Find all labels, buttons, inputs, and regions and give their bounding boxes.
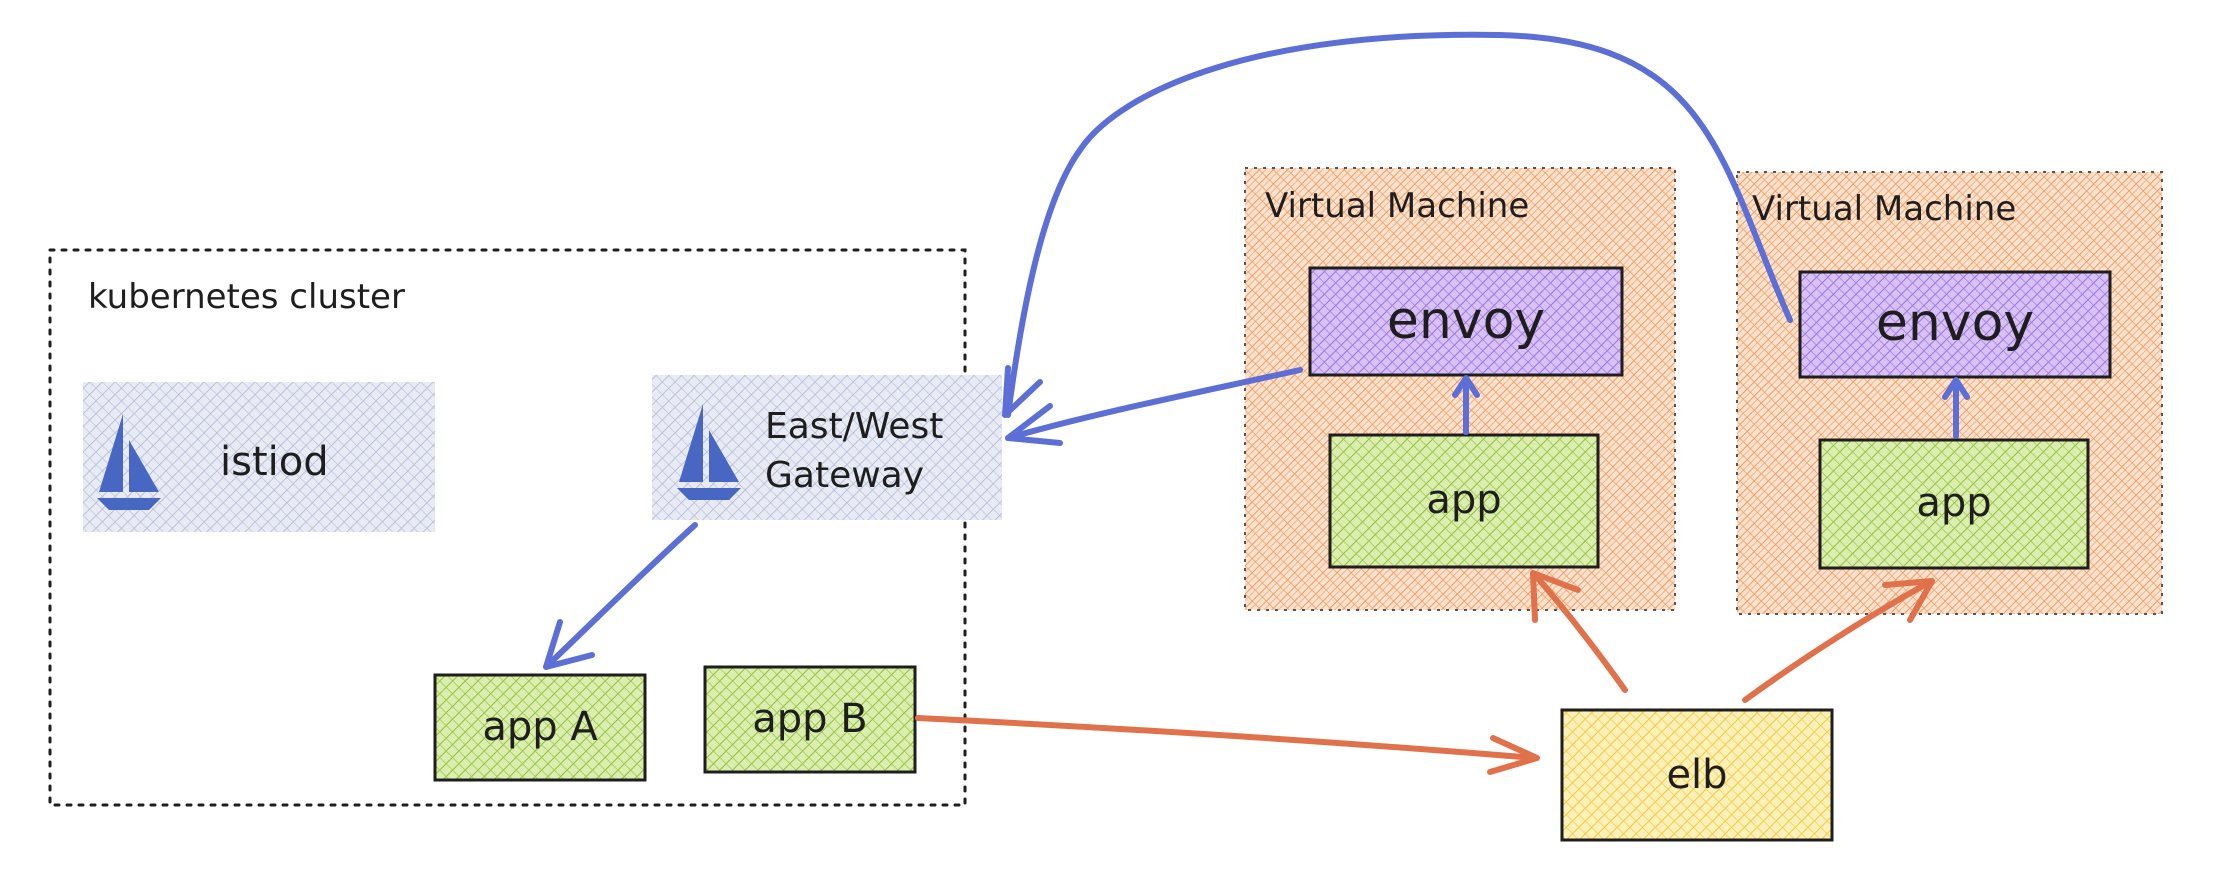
app-b-label: app B <box>752 696 867 742</box>
arrow-elb-to-app-vm-right <box>1742 579 1933 703</box>
vm-left-title: Virtual Machine <box>1265 186 1529 226</box>
arrow-app-b-to-elb <box>915 715 1538 761</box>
app-vm-left-label: app <box>1426 477 1501 523</box>
envoy-left-box: envoy <box>1308 266 1624 377</box>
istiod-label: istiod <box>220 439 329 485</box>
app-a-box: app A <box>433 673 647 782</box>
app-vm-right-label: app <box>1916 480 1991 526</box>
elb-label: elb <box>1666 752 1727 798</box>
istio-sail-icon <box>677 404 741 500</box>
orange-arrows <box>915 570 1935 775</box>
arrow-envoy-right-to-gateway <box>1005 31 1793 418</box>
app-a-label: app A <box>482 704 598 750</box>
gateway-label-line2: Gateway <box>765 455 924 496</box>
gateway-label-line1: East/West <box>765 406 943 447</box>
envoy-left-label: envoy <box>1387 291 1545 351</box>
app-vm-right-box: app <box>1818 438 2090 570</box>
envoy-right-box: envoy <box>1798 270 2112 379</box>
app-vm-left-box: app <box>1328 433 1600 569</box>
envoy-right-label: envoy <box>1876 293 2034 353</box>
east-west-gateway-box: East/West Gateway <box>652 375 1002 520</box>
arrow-envoy-left-to-gateway <box>1005 367 1303 441</box>
cluster-title: kubernetes cluster <box>88 277 405 317</box>
app-b-box: app B <box>703 665 917 774</box>
blue-arrows <box>543 31 1970 670</box>
vm-right-title: Virtual Machine <box>1752 189 2016 229</box>
arrow-elb-to-app-vm-left <box>1532 572 1628 693</box>
elb-box: elb <box>1560 708 1834 842</box>
istio-sail-icon <box>97 414 161 510</box>
istiod-box: istiod <box>83 382 435 532</box>
kubernetes-cluster: kubernetes cluster <box>48 248 967 807</box>
arrow-gateway-to-app-a <box>545 522 698 668</box>
